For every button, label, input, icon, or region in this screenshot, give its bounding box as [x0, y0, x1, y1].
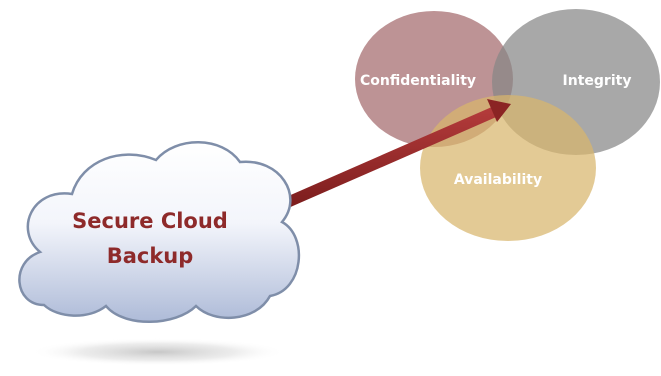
- arrow-shaft: [267, 106, 497, 216]
- arrow-head: [487, 99, 511, 122]
- cloud-shadow: [30, 338, 286, 366]
- confidentiality-label: Confidentiality: [360, 73, 476, 89]
- cloud-title-line2: Backup: [107, 244, 194, 268]
- cloud-title-line1: Secure Cloud: [72, 209, 228, 233]
- arrow: [267, 99, 511, 216]
- cloud-shape: [18, 141, 301, 323]
- availability-label: Availability: [454, 172, 542, 188]
- availability-circle: [420, 95, 596, 241]
- integrity-label: Integrity: [563, 73, 632, 89]
